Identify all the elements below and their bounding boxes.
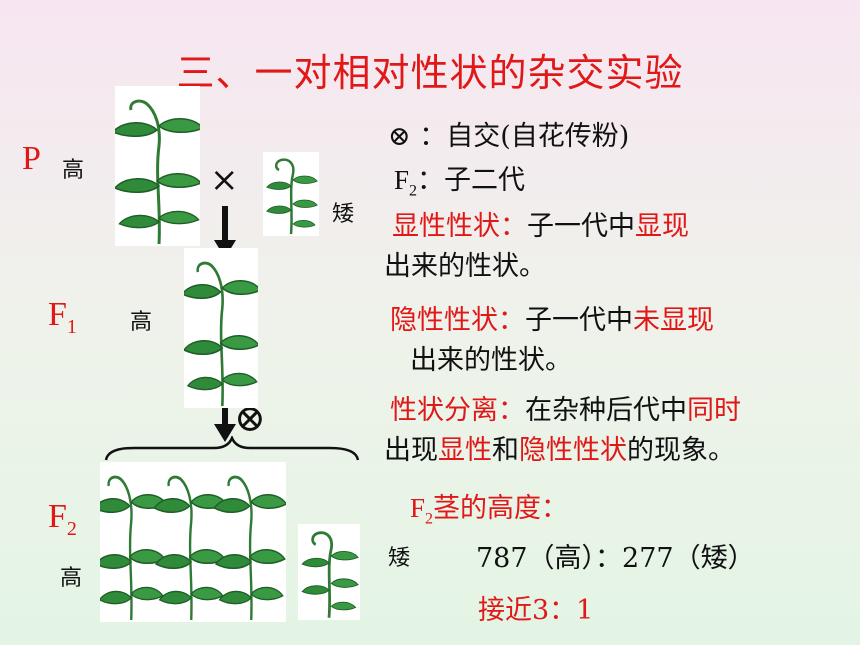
tall-plant-image	[184, 248, 258, 408]
f1-tall-label: 高	[130, 310, 153, 335]
tall-plant-image	[115, 86, 200, 246]
f2-height-heading: F2茎的高度：	[410, 493, 569, 528]
dominant-trait-definition: 显性性状：子一代中显现	[392, 211, 689, 242]
tall-plants-image	[100, 462, 286, 622]
page-title: 三、一对相对性状的杂交实验	[176, 51, 684, 95]
brace-icon	[104, 436, 360, 461]
short-plant-image	[263, 152, 319, 236]
f2-tall-label: 高	[60, 566, 83, 591]
f2-short-label: 矮	[388, 546, 411, 571]
recessive-trait-definition-cont: 出来的性状。	[410, 345, 572, 376]
short-plant-image	[298, 524, 360, 620]
generation-f1-label: F1	[48, 296, 77, 338]
segregation-definition: 性状分离：在杂种后代中同时	[390, 395, 741, 426]
p-tall-label: 高	[62, 158, 85, 183]
f2-ratio: 787（高）：277（矮）	[476, 543, 755, 574]
ratio-conclusion: 接近3：1	[478, 595, 594, 626]
generation-p-label: P	[22, 140, 41, 177]
arrow-down-icon	[214, 400, 236, 442]
generation-f2-label: F2	[48, 498, 77, 540]
dominant-trait-definition-cont: 出来的性状。	[384, 251, 546, 282]
f2-definition: F2：子二代	[394, 165, 526, 200]
segregation-definition-cont: 出现显性和隐性性状的现象。	[384, 435, 735, 466]
selfing-definition: ⊗ ：自交(自花传粉)	[388, 121, 630, 152]
cross-symbol: ×	[210, 160, 239, 200]
recessive-trait-definition: 隐性性状：子一代中未显现	[390, 305, 714, 336]
p-short-label: 矮	[332, 202, 355, 227]
